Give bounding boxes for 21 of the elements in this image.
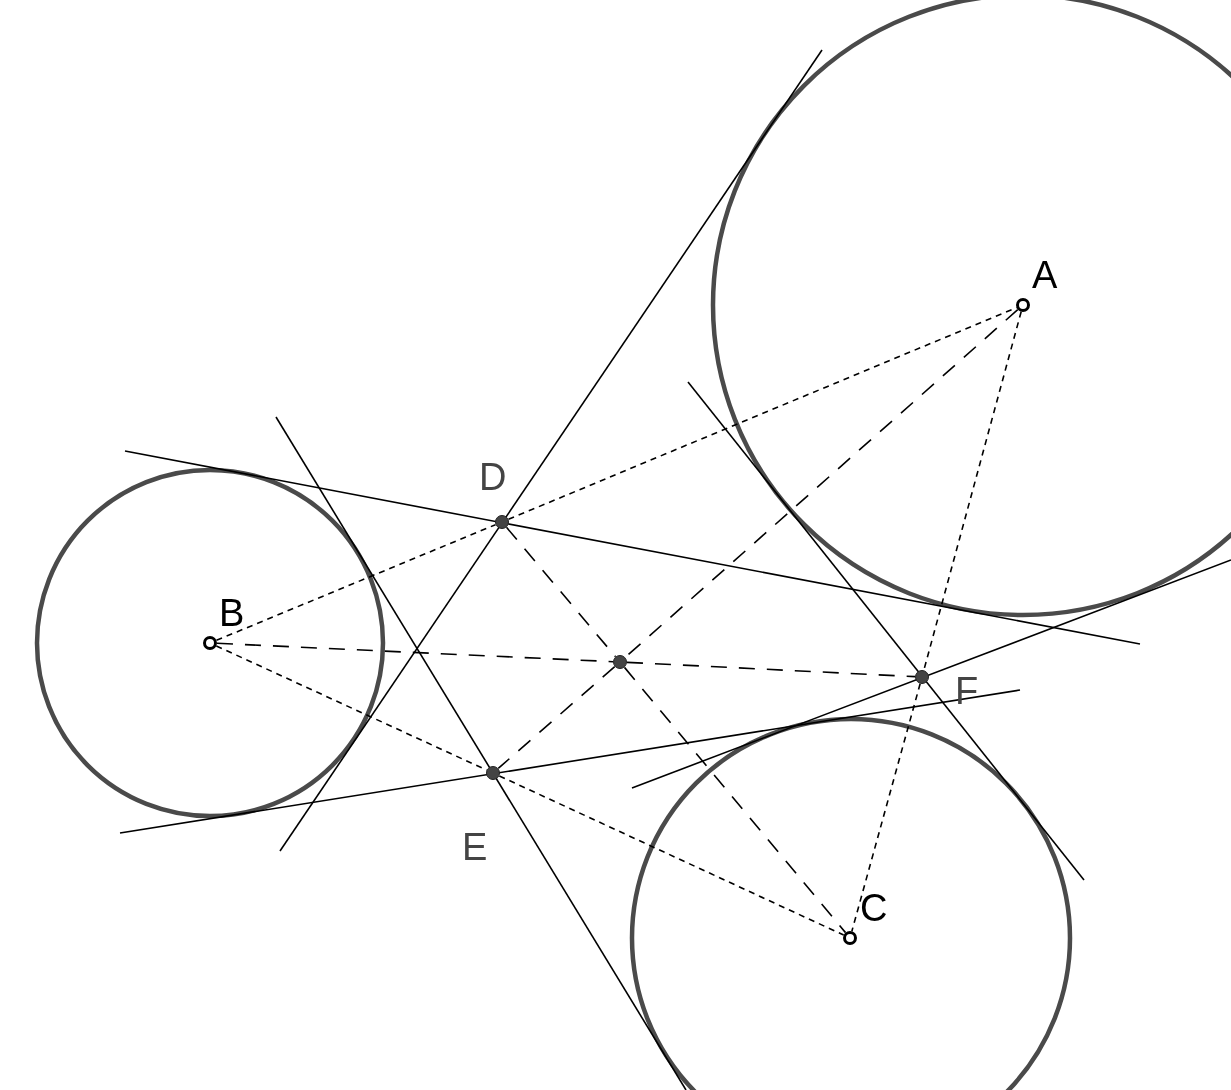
dashed-line xyxy=(215,645,488,771)
point-label: E xyxy=(462,828,488,866)
point-label: B xyxy=(219,594,245,632)
point-label: A xyxy=(1032,256,1058,294)
point-marker xyxy=(613,655,627,669)
point-marker xyxy=(1016,298,1030,312)
dashed-line xyxy=(623,666,847,934)
dashed-line xyxy=(497,665,616,770)
dashed-line xyxy=(505,526,617,658)
point-marker xyxy=(486,766,500,780)
point-label: D xyxy=(479,458,507,496)
dashed-line xyxy=(626,661,916,678)
dashed-line xyxy=(215,523,497,642)
dashed-line xyxy=(498,775,845,936)
dashed-line xyxy=(216,642,614,663)
point-marker xyxy=(203,636,217,650)
point-marker xyxy=(843,931,857,945)
point-marker xyxy=(495,515,509,529)
dashed-line xyxy=(851,682,921,933)
point-marker xyxy=(915,670,929,684)
point-label: C xyxy=(860,889,888,927)
